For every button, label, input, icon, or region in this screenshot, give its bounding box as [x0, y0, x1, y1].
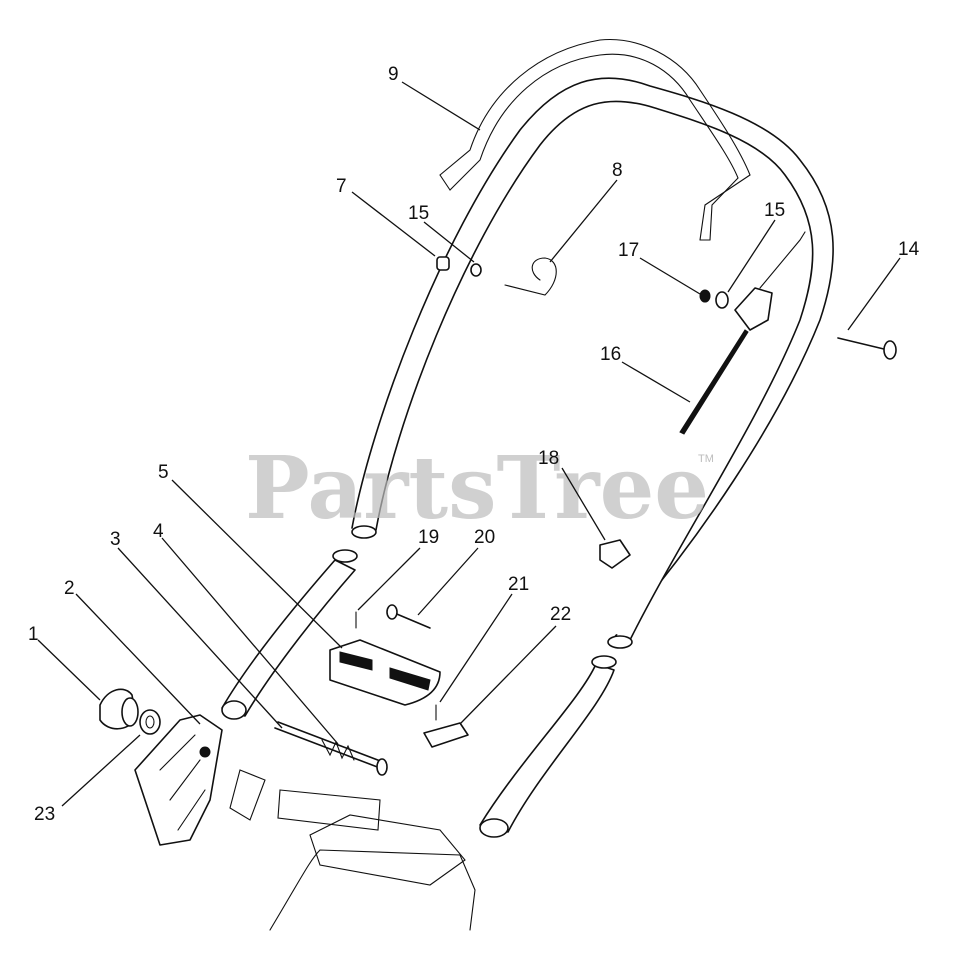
callout-3: 3 — [110, 529, 121, 550]
mower-deck — [229, 769, 476, 931]
callouts: 1 2 3 4 5 7 8 9 14 15 15 16 17 18 19 20 … — [28, 64, 920, 825]
callout-15b: 15 — [764, 200, 785, 221]
spring[interactable] — [321, 739, 355, 761]
cable-z-fitting[interactable] — [504, 257, 557, 296]
callout-8: 8 — [612, 160, 623, 181]
callout-21: 21 — [508, 574, 529, 595]
cable-bracket[interactable] — [734, 231, 806, 331]
callout-23: 23 — [34, 804, 55, 825]
callout-22: 22 — [550, 604, 571, 625]
control-cable[interactable] — [679, 329, 749, 435]
callout-1: 1 — [28, 624, 39, 645]
handle-cover-plate[interactable] — [329, 639, 441, 706]
nut[interactable] — [436, 256, 450, 271]
spacer[interactable] — [699, 289, 711, 303]
callout-18: 18 — [538, 448, 559, 469]
control-bail[interactable] — [439, 38, 751, 241]
upper-handle[interactable] — [351, 77, 834, 649]
callout-19: 19 — [418, 527, 439, 548]
callout-14: 14 — [898, 239, 920, 260]
callout-9: 9 — [388, 64, 399, 85]
callout-7: 7 — [336, 176, 347, 197]
watermark: PartsTree TM — [245, 438, 714, 539]
bolt-20[interactable] — [386, 604, 431, 629]
callout-5: 5 — [158, 462, 169, 483]
callout-16: 16 — [600, 344, 621, 365]
lower-handle-left[interactable] — [221, 549, 358, 720]
svg-text:TM: TM — [698, 453, 714, 465]
callout-4: 4 — [153, 521, 164, 542]
callout-17: 17 — [618, 240, 639, 261]
handle-bolt[interactable] — [274, 721, 388, 776]
washer-left[interactable] — [470, 263, 482, 277]
handle-bracket[interactable] — [134, 714, 223, 846]
svg-text:PartsTree: PartsTree — [245, 438, 709, 539]
callout-20: 20 — [474, 527, 495, 548]
callout-2: 2 — [64, 578, 75, 599]
leader-lines — [37, 81, 901, 807]
washer-right[interactable] — [715, 291, 729, 309]
block-22[interactable] — [423, 722, 469, 748]
washer[interactable] — [139, 709, 161, 735]
handle-knob[interactable] — [99, 688, 139, 730]
lower-handle-right[interactable] — [479, 655, 617, 838]
callout-15a: 15 — [408, 203, 429, 224]
carriage-bolt[interactable] — [837, 337, 897, 360]
cable-clip[interactable] — [599, 539, 631, 569]
